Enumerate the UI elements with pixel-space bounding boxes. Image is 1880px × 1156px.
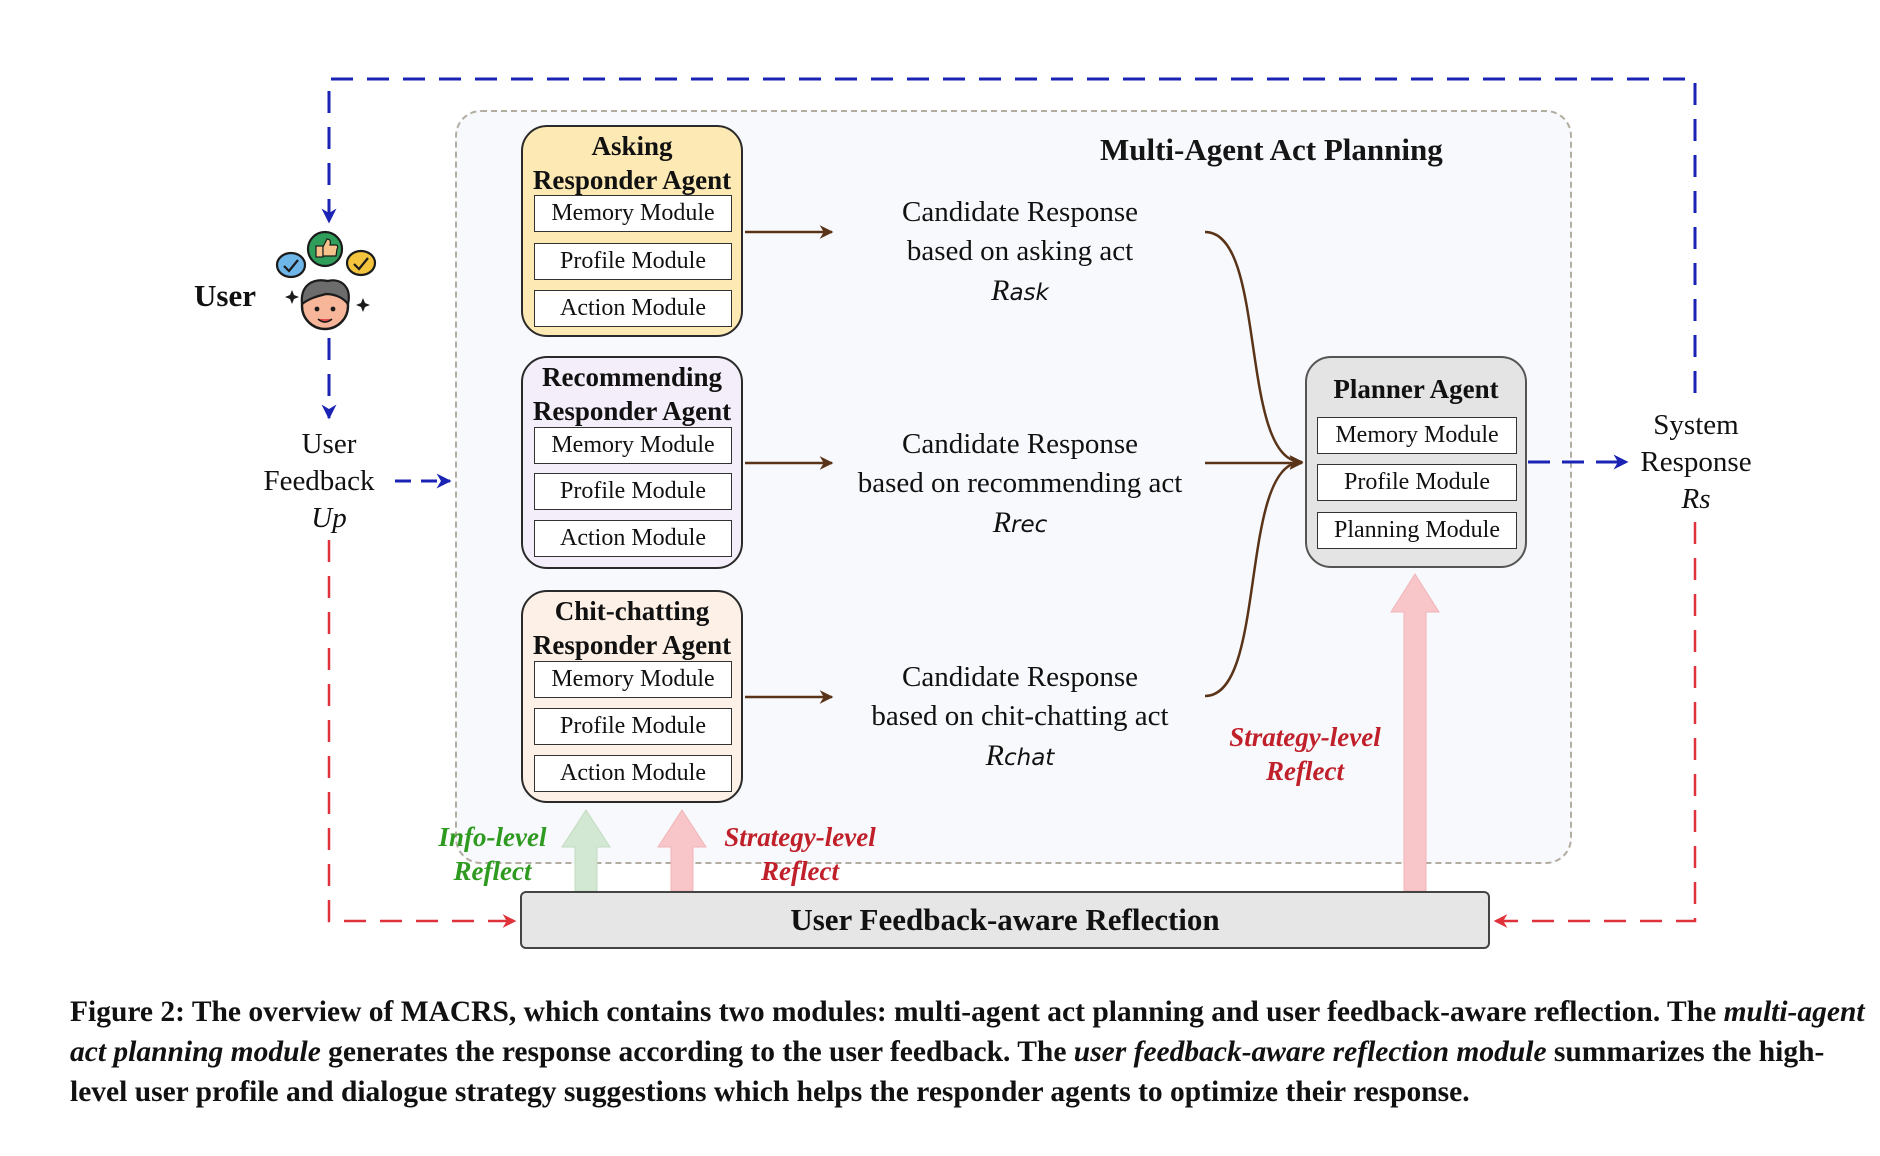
feedback-reflection-bar: User Feedback-aware Reflection (520, 891, 1490, 949)
asking-profile-module: Profile Module (534, 243, 732, 280)
panel-title: Multi-Agent Act Planning (1100, 132, 1443, 167)
recommending-action-module: Action Module (534, 520, 732, 557)
strategy-level-reflect-label-right: Strategy-level Reflect (1229, 722, 1381, 786)
candidate-chat-symbol: Rchat (985, 739, 1055, 772)
recommending-profile-module: Profile Module (534, 473, 732, 510)
chitchat-agent-title: Chit-chatting Responder Agent (532, 596, 732, 660)
strategy-left-up-arrow (657, 809, 707, 892)
chitchat-agent: Chit-chatting Responder Agent Memory Mod… (521, 590, 743, 803)
info-level-up-arrow (561, 809, 611, 892)
recommending-agent-title: Recommending Responder Agent (532, 362, 732, 426)
candidate-chat: Candidate Response based on chit-chattin… (820, 658, 1220, 778)
checkmark-bubble-icon (345, 249, 377, 277)
feedback-to-reflection-arrow (327, 540, 517, 928)
recommending-agent: Recommending Responder Agent Memory Modu… (521, 356, 743, 569)
candidate-ask: Candidate Response based on asking act R… (820, 193, 1220, 313)
ask-candidate-to-planner-curve (1204, 230, 1304, 469)
candidate-ask-symbol: Rask (991, 274, 1049, 307)
user-feedback-symbol: Up (311, 502, 347, 534)
chitchat-memory-module: Memory Module (534, 661, 732, 698)
response-to-reflection-arrow (1493, 522, 1697, 928)
user-feedback-label: User Feedback Up (258, 426, 400, 537)
planner-agent-title: Planner Agent (1333, 374, 1499, 404)
asking-agent: Asking Responder Agent Memory Module Pro… (521, 125, 743, 337)
planner-agent: Planner Agent Memory Module Profile Modu… (1305, 356, 1527, 568)
info-level-reflect-label: Info-level Reflect (438, 822, 547, 886)
recommending-memory-module: Memory Module (534, 427, 732, 464)
planner-planning-module: Planning Module (1317, 512, 1517, 549)
planner-memory-module: Memory Module (1317, 417, 1517, 454)
system-to-user-loop (321, 77, 1697, 393)
user-label: User (194, 278, 256, 313)
asking-agent-title: Asking Responder Agent (532, 131, 732, 195)
chat-candidate-to-planner-curve (1204, 455, 1304, 698)
thumbs-up-icon (306, 230, 344, 268)
connector-layer (321, 77, 1697, 928)
asking-memory-module: Memory Module (534, 195, 732, 232)
planner-profile-module: Profile Module (1317, 464, 1517, 501)
figure-caption: Figure 2: The overview of MACRS, which c… (70, 996, 1865, 1108)
chitchat-action-module: Action Module (534, 755, 732, 792)
diagram: Multi-Agent Act Planning (194, 77, 1767, 949)
strategy-right-up-arrow (1390, 573, 1440, 892)
system-response-symbol: Rs (1681, 483, 1711, 515)
candidate-rec: Candidate Response based on recommending… (820, 425, 1220, 545)
checkmark-bubble-icon (275, 251, 307, 279)
user-avatar-icon (275, 230, 377, 331)
sparkle-icon (285, 290, 370, 312)
system-response-label: System Response Rs (1625, 407, 1767, 518)
asking-action-module: Action Module (534, 290, 732, 327)
strategy-level-reflect-label-left: Strategy-level Reflect (724, 822, 876, 886)
chitchat-profile-module: Profile Module (534, 708, 732, 745)
candidate-rec-symbol: Rrec (992, 506, 1048, 539)
